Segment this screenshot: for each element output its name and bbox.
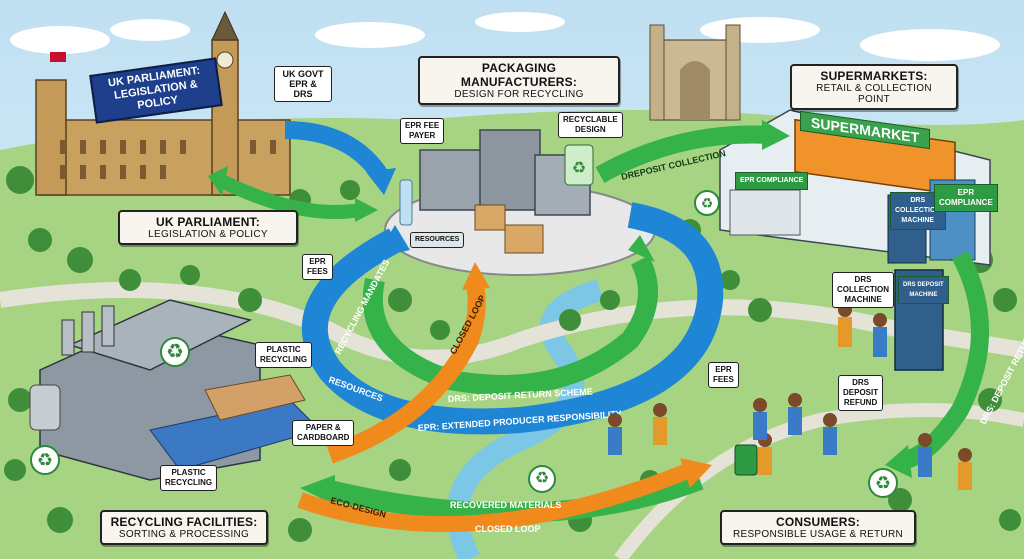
recycle-icon: ♻ — [571, 160, 587, 177]
drs-deposit-refund-callout: DRS DEPOSIT REFUND — [838, 375, 884, 411]
green-recycling-bin — [734, 444, 758, 476]
recycle-icon: ♻ — [166, 341, 184, 363]
govt-tag: UK GOVT EPR & DRS — [274, 66, 332, 102]
parliament-green-arrowhead — [355, 198, 378, 222]
orange-arrowhead — [462, 262, 490, 290]
recycling-label: RECYCLING FACILITIES: SORTING & PROCESSI… — [100, 510, 268, 545]
epr-compliance-shelf-sign: EPR COMPLIANCE — [735, 172, 809, 190]
supermarkets-label-subtitle: RETAIL & COLLECTION POINT — [816, 83, 932, 105]
consumers-group — [608, 303, 972, 490]
paper-cardboard-callout: PAPER & CARDBOARD — [292, 420, 355, 446]
green-loop-arrowhead — [628, 235, 655, 262]
supermarkets-label: SUPERMARKETS: RETAIL & COLLECTION POINT — [790, 64, 958, 110]
parliament-green-arrow — [216, 173, 362, 219]
epr-compliance-wall-sign: EPR COMPLIANCE — [934, 184, 998, 212]
resources-callout: RESOURCES — [410, 232, 465, 248]
bottom-orange-arrow — [297, 462, 694, 532]
parliament-building — [35, 10, 291, 196]
blue-loop-arrow — [301, 202, 724, 435]
parliament-label: UK PARLIAMENT: LEGISLATION & POLICY — [118, 210, 298, 245]
clouds — [10, 12, 1000, 61]
road — [0, 282, 1024, 366]
blue-loop-arrowhead — [375, 225, 410, 258]
epr-fee-payer-callout: EPR FEE PAYER — [400, 118, 445, 144]
drs-return-arrowhead — [885, 445, 912, 478]
bottom-orange-arrowhead — [680, 458, 712, 488]
recycling-facility — [29, 299, 321, 481]
parliament-blue-arrowhead — [366, 168, 396, 195]
deposit-collection-arrow — [595, 125, 771, 183]
recycling-label-title: RECYCLING FACILITIES: — [110, 515, 258, 529]
drs-collection-machine-callout: DRS COLLECTION MACHINE — [832, 272, 894, 308]
parliament-green-arrowhead-back — [208, 166, 228, 196]
packaging-factory — [384, 129, 656, 276]
parliament-blue-arrow — [284, 121, 388, 181]
orange-closed-loop-arrow — [327, 283, 486, 464]
recycle-icon: ♻ — [30, 445, 60, 475]
supermarkets-label-title: SUPERMARKETS: — [820, 69, 928, 83]
recovered-materials-text: RECOVERED MATERIALS — [450, 500, 561, 510]
recycling-label-subtitle: SORTING & PROCESSING — [118, 529, 250, 540]
plastic-recycling-bottom-callout: PLASTIC RECYCLING — [160, 465, 218, 491]
recycle-icon: ♻ — [528, 465, 556, 493]
drs-deposit-machine-sign: DRS DEPOSIT MACHINE — [898, 276, 949, 304]
bottom-green-arrowhead — [300, 475, 335, 505]
epr-fees-left-callout: EPR FEES — [302, 254, 333, 280]
green-loop-arrow — [362, 255, 658, 395]
closed-loop-bottom-text: CLOSED LOOP — [475, 524, 541, 534]
recycle-icon: ♻ — [868, 468, 898, 498]
recycle-icon: ♻ — [694, 190, 720, 216]
parliament-label-subtitle: LEGISLATION & POLICY — [148, 229, 268, 240]
plastic-recycling-top-callout: PLASTIC RECYCLING — [255, 342, 313, 368]
epr-fees-consumers-callout: EPR FEES — [708, 362, 739, 388]
consumers-label: CONSUMERS: RESPONSIBLE USAGE & RETURN — [720, 510, 916, 545]
parliament-label-title: UK PARLIAMENT: — [156, 215, 260, 229]
abbey-building — [649, 24, 741, 121]
packaging-label-title: PACKAGING MANUFACTURERS: — [460, 61, 578, 89]
recyclable-design-callout: RECYCLABLE DESIGN — [558, 112, 623, 138]
packaging-label: PACKAGING MANUFACTURERS: DESIGN FOR RECY… — [418, 56, 620, 105]
consumers-label-title: CONSUMERS: — [775, 515, 860, 529]
consumers-label-subtitle: RESPONSIBLE USAGE & RETURN — [732, 529, 904, 540]
union-flag-icon — [50, 52, 66, 62]
packaging-label-subtitle: DESIGN FOR RECYCLING — [454, 89, 584, 100]
deposit-collection-arrowhead — [762, 120, 790, 150]
